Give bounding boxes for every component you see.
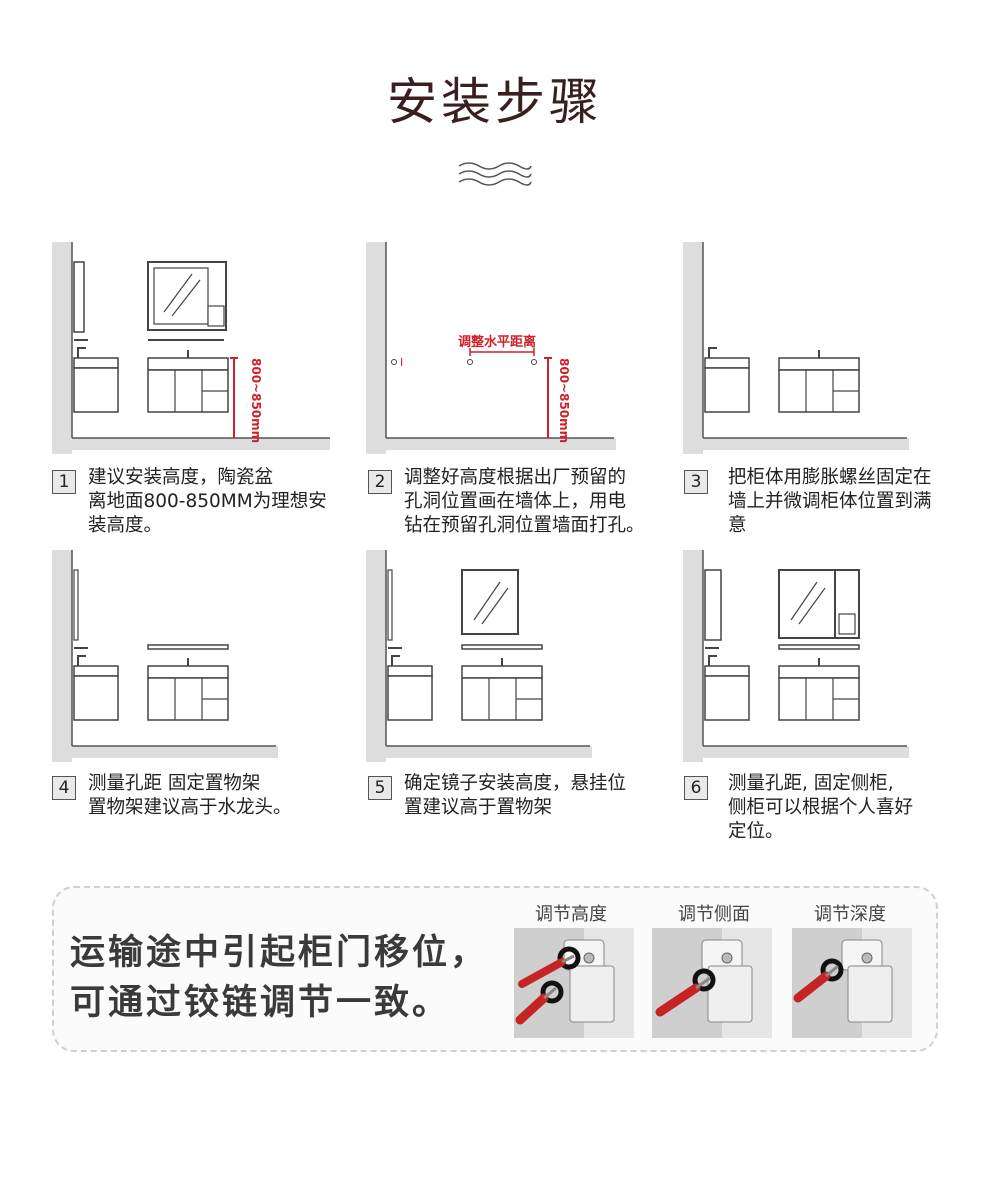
hinge-label-height: 调节高度 bbox=[535, 904, 607, 925]
step-1-dimension-label: 800~850mm bbox=[249, 358, 263, 443]
hinge-side-adjust-icon bbox=[652, 928, 772, 1038]
hinge-height-adjust-icon bbox=[514, 928, 634, 1038]
step-4-illustration bbox=[52, 550, 278, 762]
hinge-adjust-text: 运输途中引起柜门移位， 可通过铰链调节一致。 bbox=[70, 928, 488, 1028]
step-2-illustration: I 调整水平距离 800~850mm bbox=[366, 242, 616, 454]
step-3-line: 意 bbox=[728, 515, 747, 536]
hinge-label-side: 调节侧面 bbox=[678, 904, 750, 925]
step-4-line: 置物架建议高于水龙头。 bbox=[88, 797, 292, 818]
step-4-number: 4 bbox=[52, 776, 76, 800]
step-2-line: 孔洞位置画在墙体上，用电 bbox=[404, 491, 627, 512]
step-2-caption: 调整好高度根据出厂预留的 孔洞位置画在墙体上，用电 钻在预留孔洞位置墙面打孔。 bbox=[404, 466, 645, 538]
step-1-line: 建议安装高度，陶瓷盆 bbox=[88, 467, 274, 488]
step-5-caption: 确定镜子安装高度，悬挂位 置建议高于置物架 bbox=[404, 772, 626, 820]
step-6-line: 侧柜可以根据个人喜好 bbox=[728, 797, 914, 818]
hinge-adjust-line: 可通过铰链调节一致。 bbox=[70, 983, 451, 1023]
step-2-dimension-label: 800~850mm bbox=[557, 358, 571, 443]
hinge-depth-adjust-icon bbox=[792, 928, 912, 1038]
step-2-line: 调整好高度根据出厂预留的 bbox=[404, 467, 627, 488]
svg-text:I: I bbox=[400, 356, 403, 369]
step-2-line: 钻在预留孔洞位置墙面打孔。 bbox=[404, 515, 645, 536]
step-6-illustration bbox=[683, 550, 909, 762]
step-3-number: 3 bbox=[684, 470, 708, 494]
step-1-line: 装高度。 bbox=[88, 515, 163, 536]
page-title: 安装步骤 bbox=[387, 73, 603, 131]
step-3-illustration bbox=[683, 242, 909, 454]
step-5-line: 确定镜子安装高度，悬挂位 bbox=[404, 773, 627, 794]
step-1-number: 1 bbox=[52, 470, 76, 494]
step-2-number: 2 bbox=[368, 470, 392, 494]
step-3-caption: 把柜体用膨胀螺丝固定在 墙上并微调柜体位置到满 意 bbox=[728, 466, 932, 538]
step-1-caption: 建议安装高度，陶瓷盆 离地面800-850MM为理想安 装高度。 bbox=[88, 466, 327, 538]
step-5-number: 5 bbox=[368, 776, 392, 800]
step-5-illustration bbox=[366, 550, 592, 762]
step-6-caption: 测量孔距, 固定侧柜, 侧柜可以根据个人喜好 定位。 bbox=[728, 772, 913, 844]
wave-divider-icon bbox=[458, 162, 532, 186]
step-3-line: 墙上并微调柜体位置到满 bbox=[728, 491, 932, 512]
step-5-line: 置建议高于置物架 bbox=[404, 797, 553, 818]
hinge-adjust-line: 运输途中引起柜门移位， bbox=[70, 933, 489, 973]
step-6-line: 定位。 bbox=[728, 821, 784, 842]
step-6-line: 测量孔距, 固定侧柜, bbox=[728, 773, 894, 794]
step-4-line: 测量孔距 固定置物架 bbox=[88, 773, 261, 794]
step-4-caption: 测量孔距 固定置物架 置物架建议高于水龙头。 bbox=[88, 772, 292, 820]
step-6-number: 6 bbox=[684, 776, 708, 800]
step-3-line: 把柜体用膨胀螺丝固定在 bbox=[728, 467, 932, 488]
hinge-adjust-panel bbox=[52, 886, 938, 1052]
step-1-illustration: 800~850mm bbox=[52, 242, 330, 454]
step-1-line: 离地面800-850MM为理想安 bbox=[88, 491, 327, 512]
hinge-label-depth: 调节深度 bbox=[814, 904, 886, 925]
step-2-annotation: 调整水平距离 bbox=[458, 334, 536, 350]
